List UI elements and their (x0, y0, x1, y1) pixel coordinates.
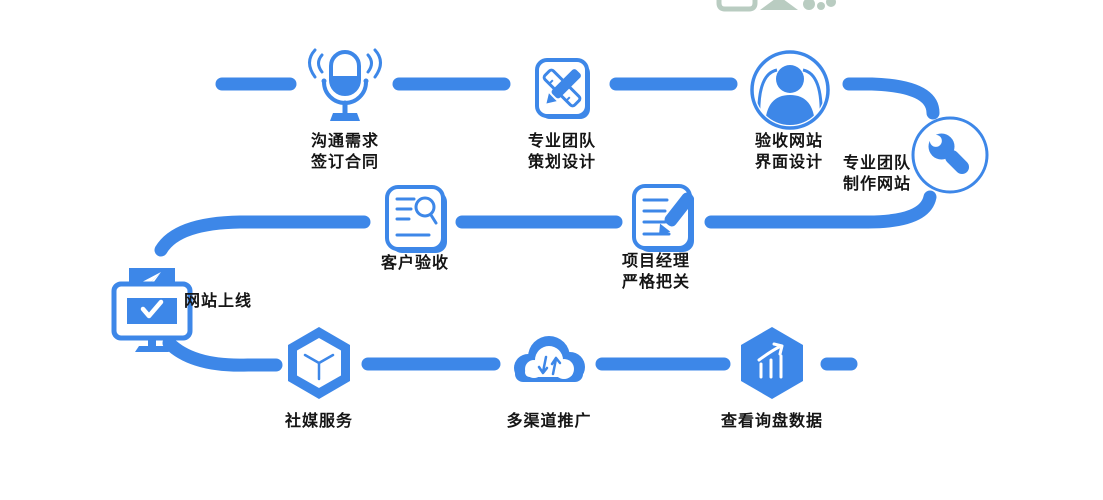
flow-line-7-curve-down (154, 215, 371, 257)
step-label-accept-ui: 验收网站 界面设计 (755, 131, 823, 173)
flow-line-8-curve-right (162, 336, 283, 372)
step-label-line: 验收网站 (754, 133, 824, 150)
flow-line-4-curve-down (842, 77, 940, 120)
step-label-line: 界面设计 (754, 154, 824, 171)
step-label-line: 制作网站 (842, 176, 912, 193)
step-label-multichannel-promo: 多渠道推广 (506, 411, 591, 432)
step-label-line: 客户验收 (380, 255, 450, 272)
step-label-line: 查看询盘数据 (720, 413, 824, 430)
step-label-line: 策划设计 (527, 154, 597, 171)
step-label-line: 多渠道推广 (506, 413, 592, 430)
user-avatar-icon (750, 50, 830, 130)
document-search-icon (385, 185, 447, 253)
step-label-line: 严格把关 (621, 274, 691, 291)
ruler-pencil-icon (535, 58, 590, 119)
step-label-line: 专业团队 (842, 155, 912, 172)
step-label-line: 沟通需求 (310, 133, 380, 150)
watermark-partial-logo (716, 0, 836, 12)
cube-hexagon-icon (288, 327, 350, 399)
wrench-icon (911, 116, 989, 194)
document-pen-icon (632, 184, 695, 252)
step-label-pm-quality: 项目经理 严格把关 (622, 251, 690, 293)
step-label-line: 签订合同 (310, 154, 380, 171)
chart-hexagon-icon (741, 327, 803, 399)
step-label-client-acceptance: 客户验收 (381, 253, 449, 274)
monitor-launch-icon (111, 268, 193, 352)
step-label-line: 网站上线 (184, 293, 253, 310)
cloud-promotion-icon (514, 336, 585, 382)
step-label-line: 社媒服务 (284, 413, 354, 430)
flow-line-5-curve-left (704, 190, 937, 229)
step-label-team-build: 专业团队 制作网站 (843, 153, 911, 195)
microphone-icon (308, 48, 382, 121)
step-label-website-launch: 网站上线 (184, 291, 252, 312)
step-label-social-media: 社媒服务 (285, 411, 353, 432)
step-label-communicate-sign: 沟通需求 签订合同 (311, 131, 379, 173)
step-label-inquiry-data: 查看询盘数据 (721, 411, 823, 432)
step-label-line: 项目经理 (621, 253, 691, 270)
step-label-team-design: 专业团队 策划设计 (528, 131, 596, 173)
flow-connector (154, 77, 940, 372)
step-label-line: 专业团队 (527, 133, 597, 150)
